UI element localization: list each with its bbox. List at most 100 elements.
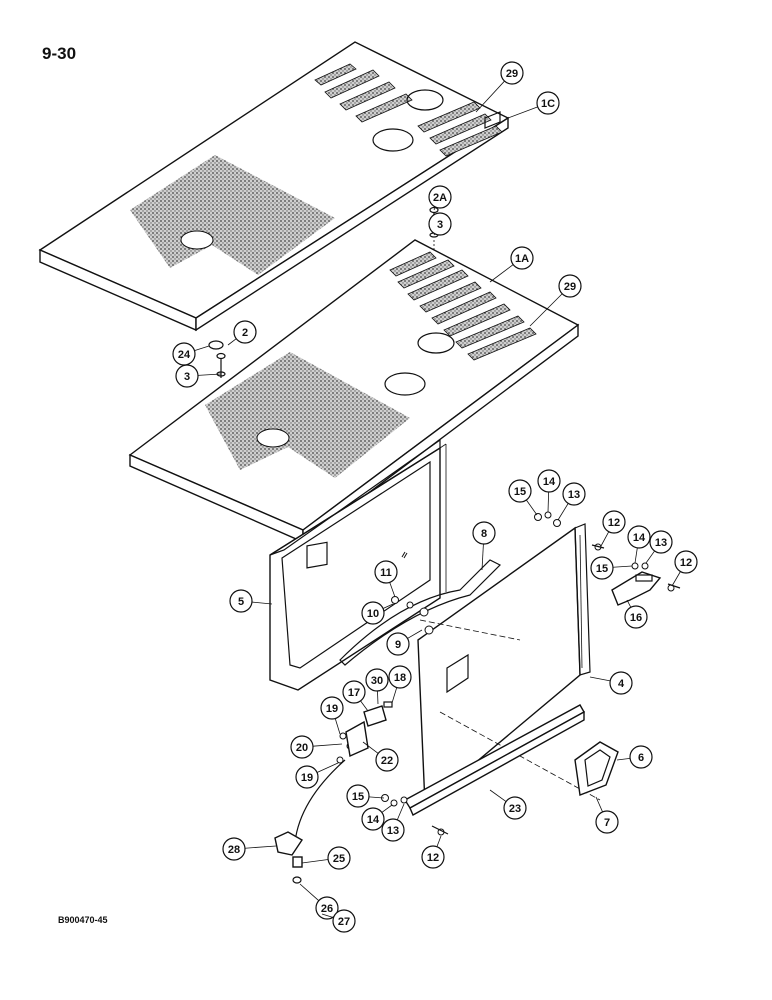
callout-leader-line — [475, 80, 505, 113]
callout-bubble — [175, 364, 199, 388]
callout-leader-line — [299, 883, 320, 901]
callout-label: 13 — [387, 825, 399, 837]
callout-bubble — [500, 61, 524, 85]
callout-bubble — [428, 185, 452, 209]
top-panel-mesh-area — [130, 155, 335, 275]
callout-leader-line — [600, 531, 610, 547]
callout-bubble — [374, 560, 398, 584]
callout-13a: 13 — [557, 482, 586, 521]
callout-26: 26 — [299, 883, 339, 920]
callout-bubble — [388, 665, 412, 689]
callout-bubble — [361, 807, 385, 831]
callout-12a: 12 — [600, 510, 626, 547]
callout-label: 5 — [238, 596, 244, 608]
panel-1a-mesh-area — [205, 352, 410, 478]
callout-leader-line — [671, 571, 681, 587]
cable-fitting-25 — [292, 856, 303, 884]
callout-label: 14 — [633, 532, 646, 544]
callout-label: 15 — [514, 486, 526, 498]
panel-1a-hole-1 — [417, 332, 455, 354]
callout-3b: 3 — [175, 364, 222, 388]
callout-label: 3 — [437, 219, 443, 231]
callout-14c: 14 — [361, 804, 393, 831]
panel-1a-hole-2 — [384, 372, 426, 396]
callout-bubble — [375, 748, 399, 772]
callout-10: 10 — [361, 601, 394, 625]
callout-bubble — [602, 510, 626, 534]
door-frame-cutout — [306, 541, 328, 569]
callout-label: 4 — [618, 678, 625, 690]
callout-leader-line — [334, 718, 341, 735]
callout-bubble — [590, 556, 614, 580]
callout-2: 2 — [227, 320, 257, 346]
callout-label: 13 — [655, 537, 667, 549]
callout-3a: 3 — [428, 212, 452, 236]
callout-bubble — [536, 91, 560, 115]
callout-bubble — [508, 479, 532, 503]
figure-code: B900470-45 — [58, 915, 108, 925]
callout-bubble — [537, 469, 561, 493]
callout-label: 26 — [321, 903, 333, 915]
callout-label: 24 — [178, 349, 191, 361]
callout-bubble — [361, 601, 385, 625]
latch-bracket-16 — [611, 571, 662, 606]
callout-bubble — [346, 784, 370, 808]
callout-leader-line — [595, 796, 603, 813]
callout-leader-line — [301, 859, 329, 864]
callout-label: 15 — [352, 791, 364, 803]
callout-leader-line — [529, 293, 563, 327]
callout-bubble — [595, 810, 619, 834]
callout-bubble — [562, 482, 586, 506]
callout-leader-line — [407, 629, 423, 639]
callout-label: 23 — [509, 803, 521, 815]
callout-14a: 14 — [537, 469, 561, 513]
callout-leader-line — [382, 603, 394, 609]
callout-27: 27 — [321, 909, 356, 933]
callout-label: 29 — [564, 281, 576, 293]
callout-18: 18 — [388, 665, 412, 704]
callout-label: 7 — [604, 817, 610, 829]
callout-16: 16 — [624, 599, 648, 629]
side-door-frame-5 — [269, 438, 447, 691]
callout-label: 17 — [348, 687, 360, 699]
hinge-rod-8 — [339, 559, 502, 666]
callout-label: 14 — [367, 814, 380, 826]
callout-1C: 1C — [507, 91, 560, 119]
callout-label: 6 — [638, 752, 644, 764]
panel-plug-24-and-bolt — [208, 340, 226, 378]
callout-leader-line — [251, 601, 273, 605]
callout-leader-line — [389, 582, 396, 598]
callout-17: 17 — [342, 680, 369, 712]
callout-bubble — [428, 212, 452, 236]
callout-22: 22 — [362, 741, 399, 772]
callout-24: 24 — [172, 342, 210, 366]
callout-20: 20 — [290, 735, 343, 759]
top-panel-hole-2 — [372, 128, 414, 152]
callout-bubble — [421, 845, 445, 869]
callout-bubble — [649, 530, 673, 554]
callout-label: 2A — [433, 192, 447, 204]
callout-13c: 13 — [381, 803, 405, 842]
callout-19b: 19 — [295, 762, 339, 789]
callout-leader-line — [194, 345, 210, 352]
callout-leader-line — [547, 491, 550, 513]
callout-leader-line — [360, 700, 369, 712]
callout-leader-line — [396, 803, 405, 821]
callout-label: 19 — [301, 772, 313, 784]
callout-leader-line — [526, 499, 538, 516]
callout-label: 3 — [184, 371, 190, 383]
callout-bubble — [674, 550, 698, 574]
callout-leader-line — [616, 757, 631, 761]
callout-leader-line — [316, 762, 339, 773]
callout-bubble — [503, 796, 527, 820]
screws-12 — [431, 544, 681, 835]
callout-leader-line — [244, 845, 277, 849]
panel-1a-hole-3 — [256, 428, 290, 448]
latch-handle-6 — [574, 741, 619, 796]
door-panel-cutout — [446, 653, 469, 694]
callout-15c: 15 — [346, 784, 385, 808]
callout-25: 25 — [301, 846, 351, 870]
callout-leader-line — [368, 796, 385, 799]
callout-leader-line — [507, 106, 538, 119]
callout-bubble — [290, 735, 314, 759]
